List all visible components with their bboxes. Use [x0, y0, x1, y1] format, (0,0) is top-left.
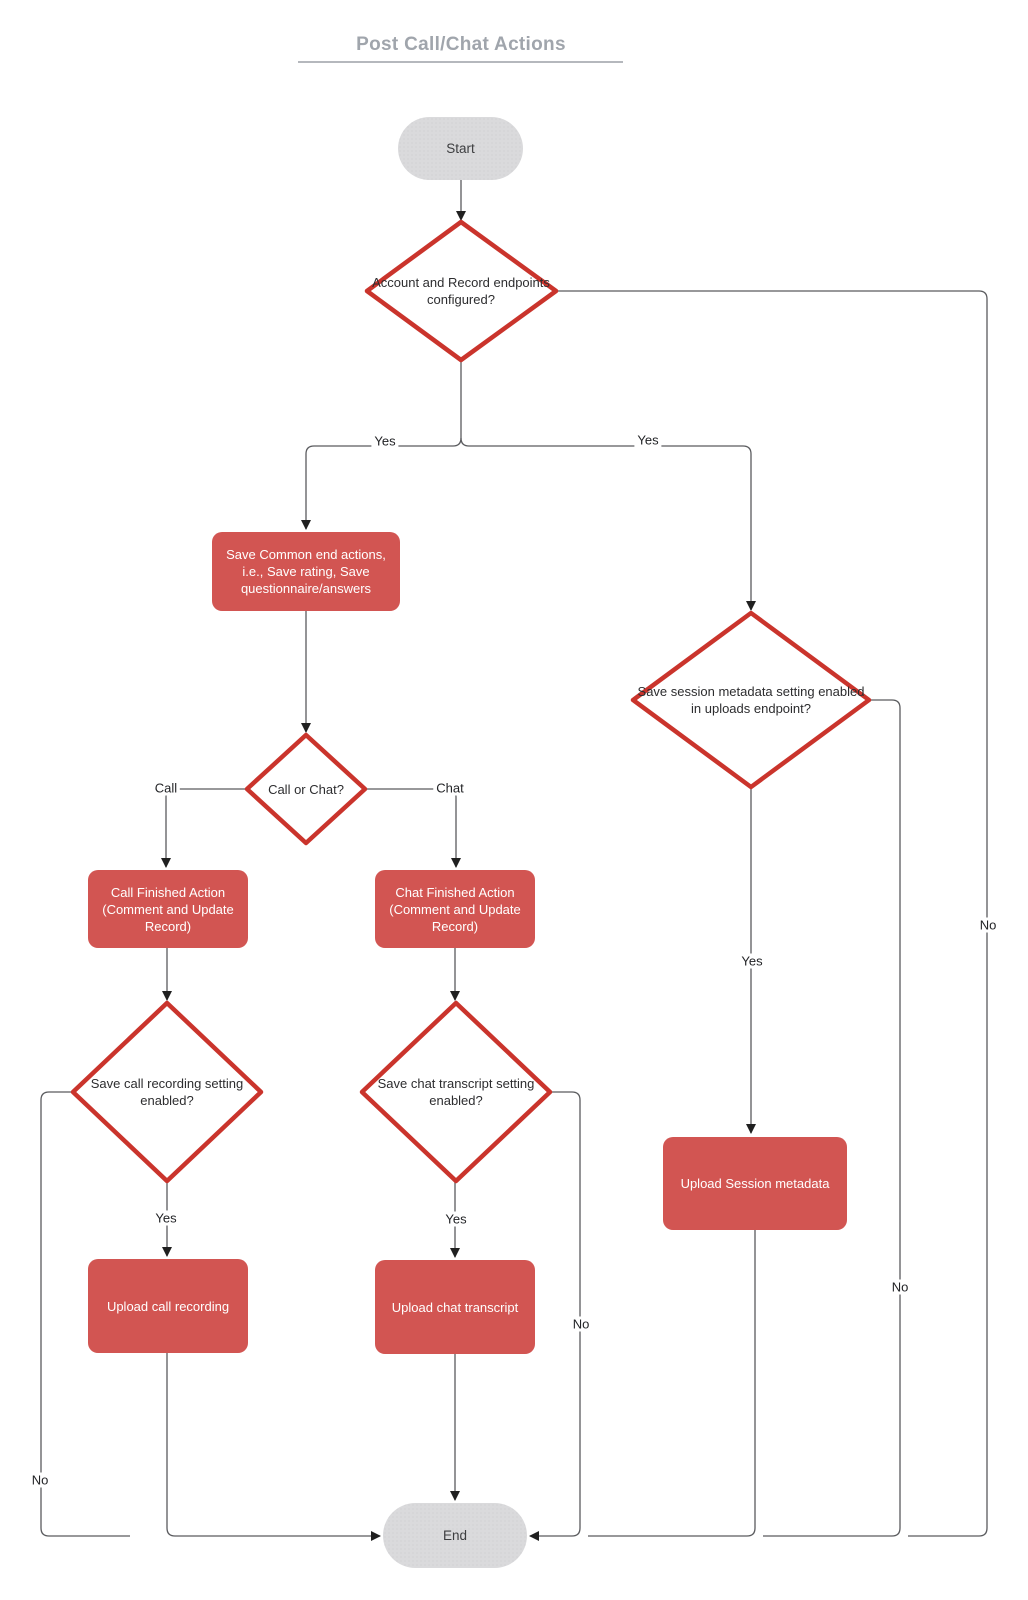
decision-chat-transcript-enabled: [359, 1000, 553, 1184]
edge-label-no-chat: No: [569, 1316, 593, 1332]
edge-uploadcall-to-end: [166, 1353, 381, 1541]
process-upload-call-recording: Upload call recording: [88, 1259, 248, 1353]
process-call-finished-action: Call Finished Action (Comment and Update…: [88, 870, 248, 948]
title-underline: [298, 61, 623, 63]
process-upload-session-metadata: Upload Session metadata: [663, 1137, 847, 1230]
edge-label-yes-call: Yes: [152, 1210, 180, 1226]
edge-label-no-session: No: [888, 1279, 912, 1295]
edge-transcript-no-to-end: [529, 1091, 581, 1541]
start-label: Start: [446, 141, 475, 156]
edge-call-branch: [161, 788, 247, 868]
diagram-title: Post Call/Chat Actions: [356, 34, 566, 55]
edge-label-chat: Chat: [433, 780, 467, 796]
start-terminator: Start: [398, 117, 523, 180]
edge-recording-no-to-end: [40, 1091, 130, 1537]
edge-label-yes-common: Yes: [371, 433, 399, 449]
edge-chat-branch: [365, 788, 461, 868]
edge-label-no-endpoints: No: [976, 917, 1000, 933]
decision-call-or-chat: [244, 732, 368, 846]
process-upload-chat-transcript: Upload chat transcript: [375, 1260, 535, 1354]
edge-label-yes-chat: Yes: [442, 1211, 470, 1227]
process-save-common-end-actions: Save Common end actions, i.e., Save rati…: [212, 532, 400, 611]
edge-label-no-call: No: [28, 1472, 52, 1488]
edge-label-call: Call: [151, 780, 181, 796]
process-chat-finished-action: Chat Finished Action (Comment and Update…: [375, 870, 535, 948]
end-terminator: End: [383, 1503, 527, 1568]
decision-call-recording-enabled: [70, 1000, 264, 1184]
edge-endpoints-yes-to-session-check: [460, 437, 756, 611]
decision-session-metadata-enabled: [630, 610, 872, 790]
edge-label-yes-session-branch: Yes: [634, 432, 662, 448]
edge-uploadsession-to-end: [588, 1230, 756, 1537]
edge-endpoints-no-to-end: [556, 290, 988, 1537]
edge-label-yes-session: Yes: [738, 953, 766, 969]
edge-session-no-to-end: [763, 699, 901, 1537]
end-label: End: [442, 1528, 468, 1543]
decision-endpoints-configured: [364, 219, 559, 363]
